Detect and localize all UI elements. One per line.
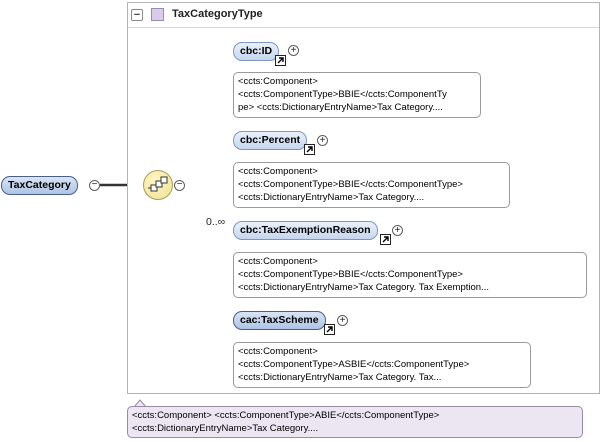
child-node-tax-exemption-reason[interactable]: cbc:TaxExemptionReason xyxy=(233,221,378,240)
reference-arrow-icon xyxy=(304,144,315,155)
expand-percent-button[interactable]: + xyxy=(317,135,328,146)
sequence-icon xyxy=(148,176,168,192)
sequence-compositor[interactable] xyxy=(143,170,173,200)
collapse-type-button[interactable]: − xyxy=(131,9,143,21)
sequence-collapse-button[interactable]: − xyxy=(174,180,185,191)
expand-tax-exemption-button[interactable]: + xyxy=(392,225,403,236)
root-element-node[interactable]: TaxCategory xyxy=(1,176,78,195)
type-title: TaxCategoryType xyxy=(172,8,263,20)
doc-annotation-id: <ccts:Component> <ccts:ComponentType>BBI… xyxy=(233,72,481,118)
doc-annotation-percent: <ccts:Component> <ccts:ComponentType>BBI… xyxy=(233,162,510,208)
reference-arrow-icon xyxy=(324,324,335,335)
complex-type-icon xyxy=(151,8,164,21)
doc-annotation-tax-scheme: <ccts:Component> <ccts:ComponentType>ASB… xyxy=(233,342,531,388)
child-node-percent[interactable]: cbc:Percent xyxy=(233,131,308,150)
child-node-tax-scheme[interactable]: cac:TaxScheme xyxy=(233,311,326,330)
reference-arrow-icon xyxy=(275,55,286,66)
frame-divider xyxy=(128,27,599,28)
expand-tax-scheme-button[interactable]: + xyxy=(337,315,348,326)
root-collapse-button[interactable]: − xyxy=(89,180,100,191)
child-node-id[interactable]: cbc:ID xyxy=(233,42,280,61)
doc-annotation-root: <ccts:Component> <ccts:ComponentType>ABI… xyxy=(127,406,583,438)
doc-annotation-tax-exemption: <ccts:Component> <ccts:ComponentType>BBI… xyxy=(233,252,587,298)
cardinality-label: 0..∞ xyxy=(206,216,226,228)
expand-id-button[interactable]: + xyxy=(288,45,299,56)
reference-arrow-icon xyxy=(380,234,391,245)
